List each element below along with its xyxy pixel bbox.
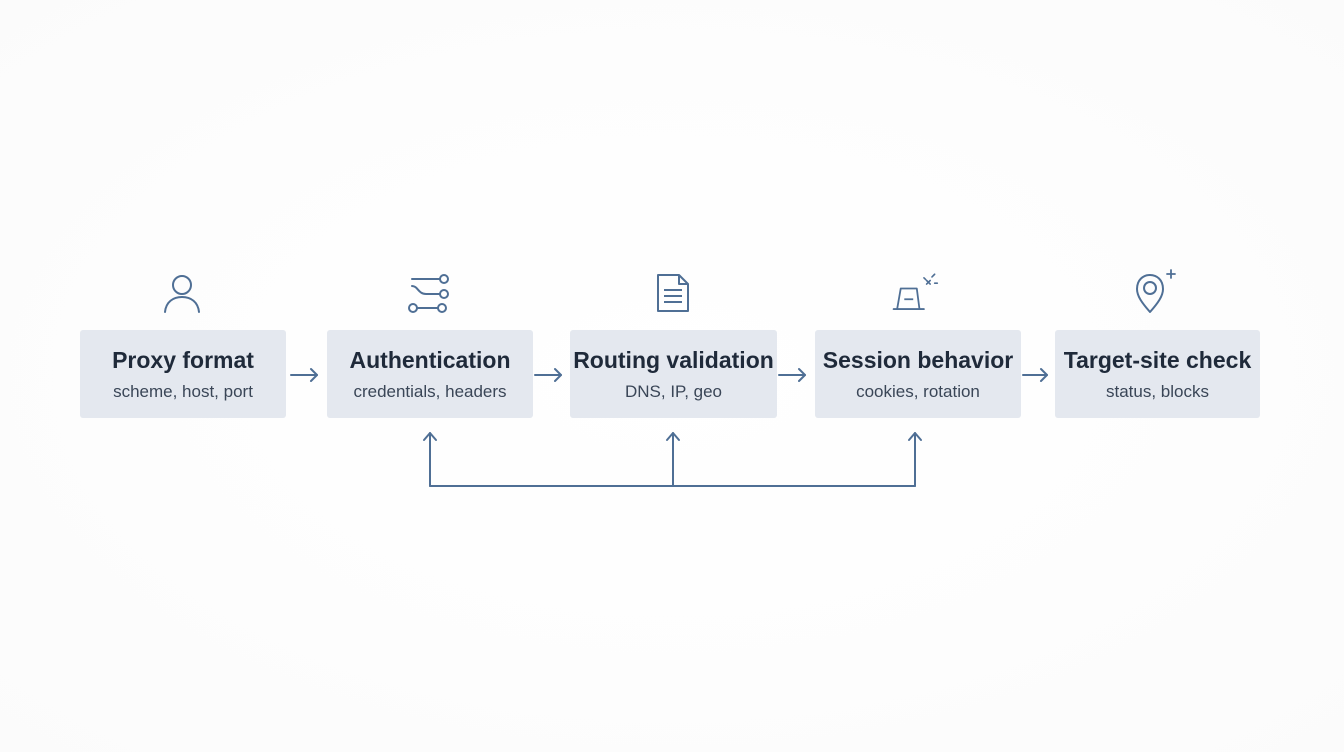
step-subtitle: credentials, headers bbox=[353, 381, 507, 401]
step-title: Target-site check bbox=[1063, 346, 1252, 373]
arrow-right-icon bbox=[290, 368, 318, 382]
step-routing-validation: Routing validation DNS, IP, geo bbox=[570, 330, 777, 418]
step-title: Routing validation bbox=[573, 346, 774, 373]
step-subtitle: DNS, IP, geo bbox=[624, 381, 723, 401]
session-icon bbox=[892, 273, 939, 310]
step-subtitle: scheme, host, port bbox=[113, 381, 253, 401]
step-title: Session behavior bbox=[822, 346, 1014, 373]
step-proxy-format: Proxy format scheme, host, port bbox=[80, 330, 286, 418]
location-pin-icon bbox=[1136, 269, 1176, 313]
arrow-right-icon bbox=[1022, 368, 1048, 382]
step-subtitle: status, blocks bbox=[1106, 381, 1209, 401]
feedback-loop bbox=[423, 432, 922, 487]
step-session-behavior: Session behavior cookies, rotation bbox=[815, 330, 1021, 418]
step-title: Proxy format bbox=[112, 346, 254, 373]
sliders-icon bbox=[408, 274, 449, 313]
document-icon bbox=[657, 274, 689, 312]
step-subtitle: cookies, rotation bbox=[856, 381, 980, 401]
step-target-site-check: Target-site check status, blocks bbox=[1055, 330, 1260, 418]
step-authentication: Authentication credentials, headers bbox=[327, 330, 533, 418]
user-icon bbox=[164, 275, 200, 313]
arrow-right-icon bbox=[534, 368, 562, 382]
arrow-right-icon bbox=[778, 368, 806, 382]
step-title: Authentication bbox=[349, 346, 511, 373]
